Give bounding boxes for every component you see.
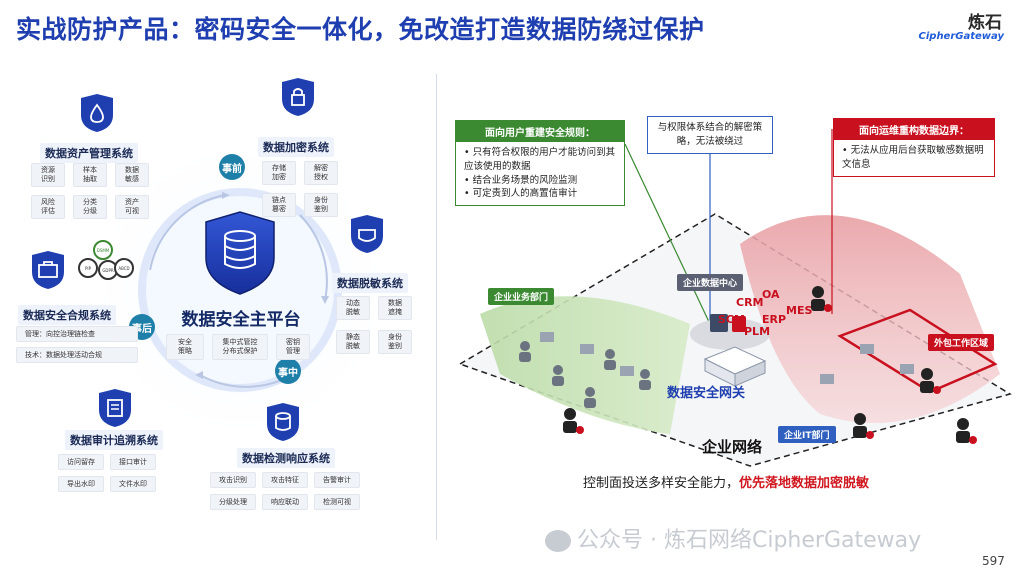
shield-drop-icon [81, 94, 113, 132]
encrypt-chip: 存储 加密 [262, 161, 296, 185]
shield-briefcase-icon [32, 251, 64, 289]
logo-en: CipherGateway [918, 31, 1004, 42]
detect-chip: 检测可视 [314, 494, 360, 510]
callout-user-rules-head: 面向用户重建安全规则： [456, 121, 624, 142]
system-label: ERP [762, 313, 787, 326]
detect-chip: 攻击识别 [210, 472, 256, 488]
center-item: 安全 策略 [166, 334, 204, 360]
lock-icon [732, 316, 746, 332]
detect-chip: 响应联动 [262, 494, 308, 510]
gateway-label: 数据安全网关 [667, 386, 746, 401]
audit-chip: 访问留存 [58, 454, 104, 470]
center-item: 密钥 管理 [276, 334, 310, 360]
mask-chip: 身份 鉴别 [378, 330, 412, 354]
cert-rings: DSMM PIP GDPR ABCD [78, 240, 134, 280]
center-item: 集中式管控 分布式保护 [212, 334, 268, 360]
system-label: CRM [736, 296, 764, 309]
badge-before: 事前 [222, 163, 242, 175]
compliance-chip: 管理：向控治理链检查 [16, 326, 138, 342]
detect-system-label: 数据检测响应系统 [237, 448, 335, 468]
cert-label: ABCD [118, 266, 129, 271]
system-label: MES [786, 304, 813, 317]
callout-ops-boundary-head: 面向运维重构数据边界： [834, 119, 994, 140]
detect-chip: 分级处理 [210, 494, 256, 510]
system-label: SCM [718, 313, 745, 326]
compliance-system-label: 数据安全合规系统 [18, 305, 116, 325]
asset-chip: 样本 抽取 [73, 163, 107, 187]
shield-lock-icon [282, 78, 314, 116]
tag-it-dept: 企业IT部门 [778, 426, 836, 443]
detect-chip: 攻击特征 [262, 472, 308, 488]
system-label: PLM [744, 325, 771, 338]
compliance-chip: 技术：数据处理活动合规 [16, 347, 138, 363]
tag-data-center: 企业数据中心 [677, 274, 744, 291]
callout-user-rules-item: • 只有符合权限的用户才能访问到其应该使用的数据 [464, 147, 616, 172]
badge-during: 事中 [278, 367, 298, 379]
asset-chip: 资源 识别 [31, 163, 65, 187]
callout-decrypt-policy: 与权限体系结合的解密策略，无法被绕过 [647, 116, 773, 154]
callout-ops-boundary-item: • 无法从应用后台获取敏感数据明文信息 [842, 145, 984, 170]
mask-chip: 动态 脱敏 [336, 296, 370, 320]
encrypt-chip: 链点 篡密 [262, 193, 296, 217]
callout-user-rules: 面向用户重建安全规则： • 只有符合权限的用户才能访问到其应该使用的数据 • 结… [455, 120, 625, 207]
asset-chip: 数据 敏感 [115, 163, 149, 187]
callout-user-rules-item: • 可定责到人的高置信审计 [464, 188, 578, 200]
asset-system-label: 数据资产管理系统 [40, 143, 138, 163]
callout-user-rules-item: • 结合业务场景的风险监测 [464, 174, 578, 186]
page-title: 实战防护产品：密码安全一体化，免改造打造数据防绕过保护 [16, 15, 705, 44]
shield-mask-icon [351, 215, 383, 253]
audit-chip: 接口审计 [110, 454, 156, 470]
watermark: 公众号 · 炼石网络CipherGateway [545, 522, 921, 554]
encrypt-chip: 身份 鉴别 [304, 193, 338, 217]
wechat-icon [545, 530, 571, 552]
cert-label: DSMM [97, 248, 110, 253]
audit-system-label: 数据审计追溯系统 [65, 430, 163, 450]
cert-label: GDPR [102, 268, 114, 273]
cert-label: PIP [85, 266, 92, 271]
right-caption: 控制面投送多样安全能力，优先落地数据加密脱敏 [583, 476, 870, 491]
detect-chip: 告警审计 [314, 472, 360, 488]
asset-chip: 资产 可视 [115, 195, 149, 219]
badge-after: 事后 [132, 323, 152, 335]
audit-chip: 文件水印 [110, 476, 156, 492]
shield-audit-icon [99, 389, 131, 427]
encrypt-system-label: 数据加密系统 [258, 137, 334, 157]
mask-chip: 静态 脱敏 [336, 330, 370, 354]
network-label: 企业网络 [702, 438, 763, 456]
center-platform-title: 数据安全主平台 [181, 310, 301, 330]
tag-business-dept: 企业业务部门 [488, 288, 555, 305]
logo-cn: 炼石 [968, 13, 1002, 33]
mask-chip: 数据 遮掩 [378, 296, 412, 320]
callout-ops-boundary: 面向运维重构数据边界： • 无法从应用后台获取敏感数据明文信息 [833, 118, 995, 177]
caption-emphasis: 优先落地数据加密脱敏 [739, 476, 870, 491]
callout-decrypt-policy-text: 与权限体系结合的解密策略，无法被绕过 [657, 122, 763, 147]
page-number: 597 [982, 554, 1005, 568]
mask-system-label: 数据脱敏系统 [332, 273, 408, 293]
audit-chip: 导出水印 [58, 476, 104, 492]
system-label: OA [762, 288, 780, 301]
shield-detect-icon [267, 403, 299, 441]
encrypt-chip: 解密 授权 [304, 161, 338, 185]
network-illustration [458, 129, 1012, 467]
tag-outsource: 外包工作区域 [928, 334, 995, 351]
asset-chip: 风险 评估 [31, 195, 65, 219]
asset-chip: 分类 分级 [73, 195, 107, 219]
vertical-divider [436, 74, 437, 540]
